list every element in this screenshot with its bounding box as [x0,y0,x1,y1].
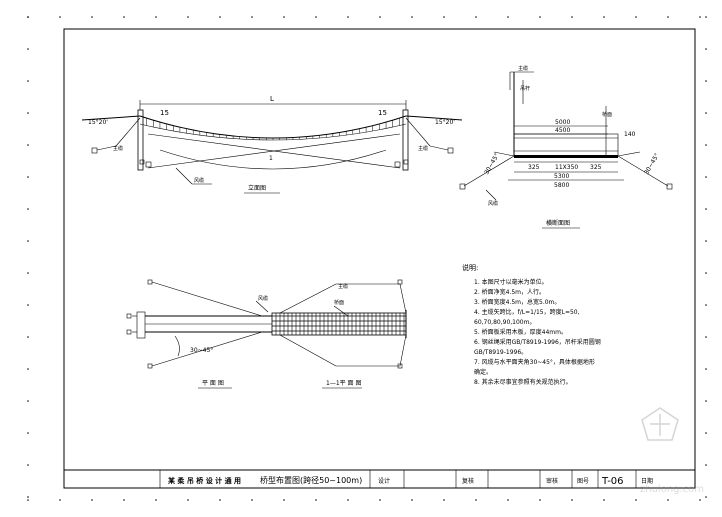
section-hatch [272,313,406,335]
cs-label-140: 140 [624,131,636,138]
section-1-1-title: 1—1平 面 图 [326,380,361,387]
cs-dim-325-left: 325 [528,164,540,171]
cross-section-view: 5000 4500 325 11X350 325 5300 5800 30~45… [459,65,673,229]
elevation-angle-left: 15°20' [88,119,108,126]
note-line: 8. 其余未尽事宜参照有关规范执行。 [474,378,572,386]
title-date-label: 日期 [641,477,653,485]
main-cable-curve [139,115,407,139]
cs-angle-left: 30~45° [483,152,501,176]
section-label-b: 主缆 [338,283,348,290]
plan-title: 平 面 图 [202,380,224,387]
cs-dim-5300: 5300 [554,173,569,180]
title-reviewer-label: 审核 [546,477,558,485]
title-project: 某 柔 吊 桥 设 计 通 用 [167,476,241,485]
section-1-1-view: 主缆 桥面 1—1平 面 图 [271,279,407,389]
cs-dim-5800: 5800 [554,182,569,189]
watermark-logo: zhulong.com [640,407,704,495]
elevation-cable-left-label: 主缆 [113,145,123,152]
note-line: 60,70,80,90,100m。 [474,319,535,326]
hangers [146,118,400,140]
cs-dim-5000: 5000 [555,119,570,126]
title-drawing-no-label: 图号 [577,478,589,485]
elevation-span-label: L [270,95,274,103]
cs-dim-4500: 4500 [555,127,570,134]
cs-label-wind: 风缆 [488,200,498,207]
plan-angle: 30~45° [190,347,213,354]
note-line: GB/T8919-1996。 [474,349,527,356]
title-drawing-no: T-06 [601,476,624,487]
elevation-view: L 15 15 15°20' 15°20' 1 主缆 主缆 [81,95,463,194]
cs-dim-325-right: 325 [590,164,602,171]
notes-heading: 说明: [462,263,478,272]
cs-dim-spacing: 11X350 [555,164,578,171]
note-line: 3. 桥面宽度4.5m，总宽5.0m。 [474,298,560,306]
elevation-dim-left: 15 [160,109,169,117]
elevation-title: 立面图 [248,184,266,192]
watermark-text: zhulong.com [640,484,704,495]
notes-list: 1. 本图尺寸以毫米为单位。 2. 桥面净宽4.5m，人行。 3. 桥面宽度4.5m… [474,278,601,386]
note-line: 1. 本图尺寸以毫米为单位。 [474,278,548,286]
cs-label-cable: 主缆 [518,65,528,72]
note-line: 4. 主缆矢跨比，f/L=1/15，跨度L=50, [474,308,580,316]
note-line: 7. 风缆与水平面夹角30~45°，具体根据地形 [474,358,595,366]
notes: 说明: 1. 本图尺寸以毫米为单位。 2. 桥面净宽4.5m，人行。 3. 桥面宽度… [462,263,601,386]
elevation-cable-right-label: 主缆 [418,145,428,152]
cs-title: 横断面图 [546,219,570,227]
grid-dots [27,16,707,501]
elevation-mid-label: 1 [269,155,273,162]
title-drawing-name: 桥型布置图(跨径50~100m) [260,475,362,485]
note-line: 确定。 [474,368,492,376]
drawing-frame [63,28,696,489]
note-line: 2. 桥面净宽4.5m，人行。 [474,288,545,296]
elevation-dim-right: 15 [378,109,387,117]
plan-label-a: 风缆 [258,295,268,302]
elevation-wind-label: 风缆 [194,177,204,184]
plan-view: 30~45° 风缆 平 面 图 [126,279,272,389]
cs-label-hanger: 吊杆 [520,85,530,92]
section-label-c: 桥面 [334,299,344,306]
title-checker-label: 复核 [462,477,474,485]
note-line: 5. 桥面板采用木板，厚度44mm。 [474,328,567,336]
cs-angle-right: 30~45° [643,152,661,176]
elevation-angle-right: 15°20' [435,119,455,126]
title-block: 某 柔 吊 桥 设 计 通 用 桥型布置图(跨径50~100m) 设计 复核 审… [63,469,696,489]
title-designer-label: 设计 [378,477,390,485]
note-line: 6. 钢丝绳采用GB/T8919-1996，吊杆采用圆钢 [474,338,601,346]
cs-label-deck: 桥面 [602,111,612,118]
